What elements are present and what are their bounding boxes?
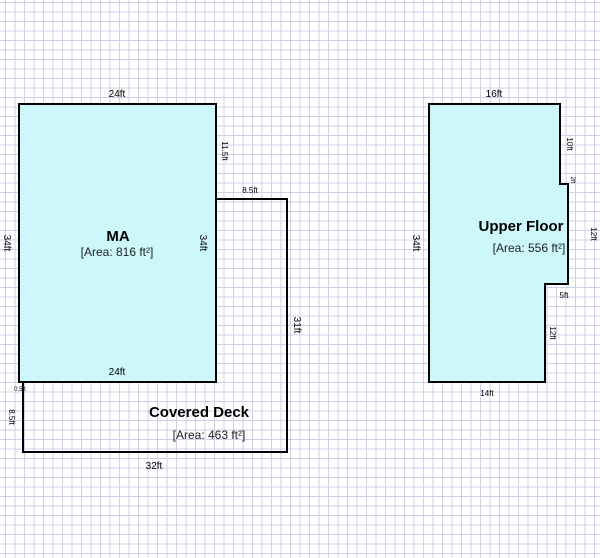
upper-dim-left: 34ft — [410, 235, 421, 252]
upper-dim-bottom: 14ft — [480, 389, 494, 398]
upper-dim-right-mid: 12ft — [589, 227, 598, 241]
upper-floor-room[interactable] — [428, 103, 569, 383]
ma-room[interactable] — [18, 103, 217, 383]
deck-title: Covered Deck — [149, 404, 250, 421]
upper-dim-notch-small: 2ft — [569, 177, 575, 184]
ma-dim-left: 34ft — [1, 235, 12, 252]
ma-title: MA — [106, 228, 129, 245]
upper-dim-top: 16ft — [486, 89, 503, 100]
ma-dim-top: 24ft — [109, 89, 126, 100]
deck-dim-left: 8.5ft — [7, 409, 16, 425]
upper-dim-right-bottom: 12ft — [548, 326, 557, 340]
deck-dim-top: 8.5ft — [242, 186, 258, 195]
deck-dim-left-small: 0.5ft — [14, 387, 26, 393]
upper-title: Upper Floor — [479, 218, 564, 235]
upper-area: [Area: 556 ft²] — [493, 241, 566, 255]
upper-dim-right-top: 10ft — [565, 137, 574, 151]
ma-dim-right-inner: 34ft — [197, 235, 208, 252]
deck-dim-bottom: 32ft — [146, 461, 163, 472]
ma-dim-bottom: 24ft — [109, 367, 126, 378]
deck-area: [Area: 463 ft²] — [173, 428, 246, 442]
covered-deck-outline[interactable] — [22, 198, 288, 453]
ma-area: [Area: 816 ft²] — [81, 245, 154, 259]
deck-dim-right: 31ft — [291, 317, 302, 334]
upper-dim-notch-step: 5ft — [560, 291, 570, 300]
ma-dim-right-upper: 11.5ft — [220, 141, 229, 161]
